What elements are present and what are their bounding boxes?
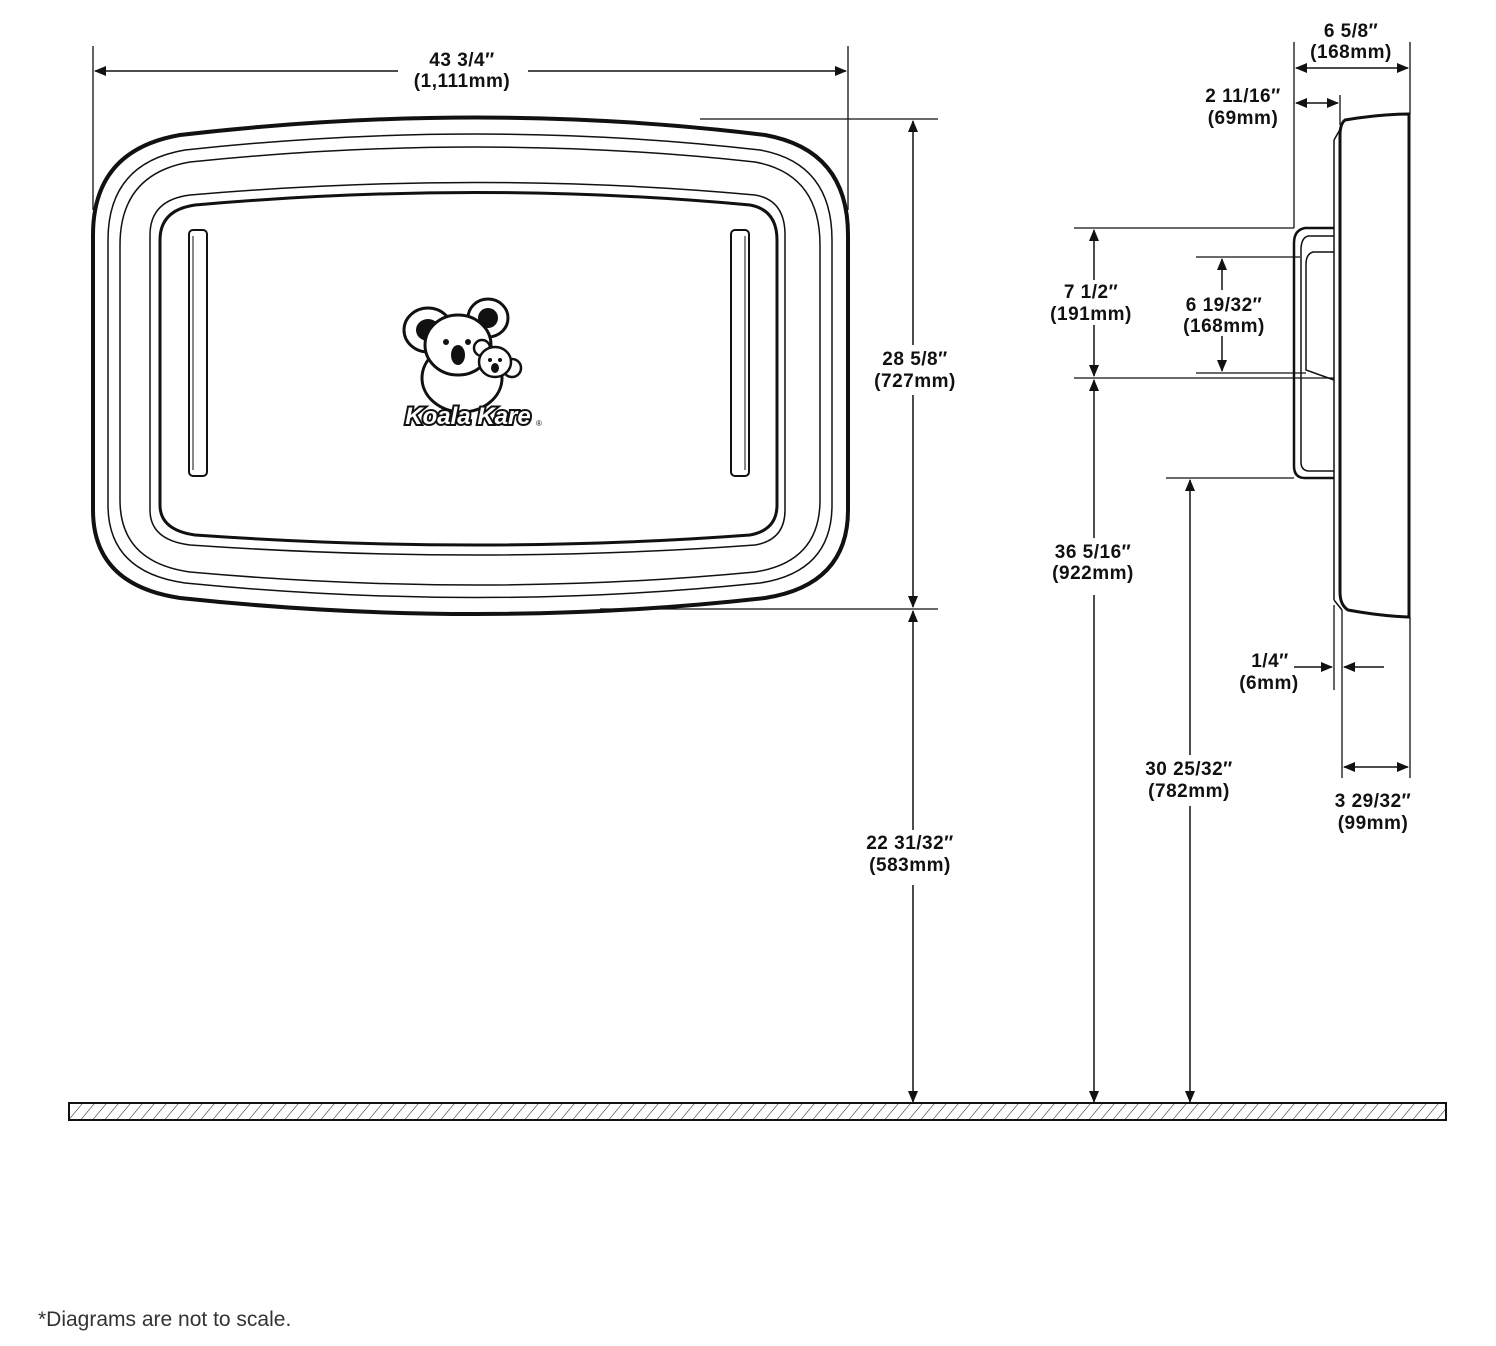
- bracket-floor-metric-label: (922mm): [1052, 563, 1134, 584]
- changing-station-outer-shell: [91, 115, 850, 616]
- koala-icon: [402, 297, 523, 414]
- bottom-floor-metric-label: (583mm): [869, 855, 951, 876]
- handle-floor-metric-label: (782mm): [1148, 781, 1230, 802]
- side-view: 6 5/8″ (168mm) 2 11/16″ (69mm) 7 1/2″ (1…: [1050, 21, 1412, 1103]
- changing-bed-panel-edge: [158, 191, 779, 547]
- handle-height-metric-label: (168mm): [1183, 316, 1265, 337]
- floor-hatch: [68, 1102, 1447, 1121]
- left-strap-slot: [188, 229, 208, 477]
- bottom-floor-imperial-label: 22 31/32″: [866, 833, 954, 854]
- logo-wordmark: Koala Kare: [405, 403, 530, 430]
- bracket-floor-imperial-label: 36 5/16″: [1055, 542, 1132, 563]
- body-depth-metric-label: (99mm): [1338, 813, 1409, 834]
- front-view: Koala Kare ® 43 3/4″ (1,111mm) 28 5/8″ (…: [91, 46, 956, 1103]
- bracket-offset-metric-label: (69mm): [1208, 108, 1279, 129]
- overall-depth-imperial-label: 6 5/8″: [1324, 21, 1378, 42]
- side-mounting-bracket: [1292, 226, 1334, 480]
- shell-rim-inner-2: [119, 146, 821, 586]
- shell-rim-inner-1: [107, 133, 833, 599]
- width-imperial-label: 43 3/4″: [429, 50, 494, 71]
- side-bracket-inner: [1300, 235, 1334, 472]
- wall-gap-imperial-label: 1/4″: [1251, 651, 1289, 672]
- side-handle-recess: [1305, 251, 1335, 381]
- width-metric-label: (1,111mm): [414, 71, 510, 92]
- height-imperial-label: 28 5/8″: [882, 349, 947, 370]
- handle-height-imperial-label: 6 19/32″: [1186, 295, 1263, 316]
- bracket-height-metric-label: (191mm): [1050, 304, 1132, 325]
- right-strap-slot: [730, 229, 750, 477]
- logo-registered-mark: ®: [536, 419, 542, 428]
- side-wall-plate-bottom: [1333, 599, 1343, 611]
- bracket-height-imperial-label: 7 1/2″: [1064, 282, 1118, 303]
- side-profile-body: [1338, 112, 1411, 619]
- handle-floor-imperial-label: 30 25/32″: [1145, 759, 1233, 780]
- changing-bed-panel: [149, 181, 786, 556]
- body-depth-imperial-label: 3 29/32″: [1335, 791, 1412, 812]
- bracket-offset-imperial-label: 2 11/16″: [1205, 86, 1280, 107]
- overall-depth-metric-label: (168mm): [1310, 42, 1392, 63]
- side-wall-plate-top: [1333, 125, 1343, 141]
- koala-kare-logo: Koala Kare ®: [402, 297, 542, 432]
- not-to-scale-footnote: *Diagrams are not to scale.: [38, 1308, 292, 1331]
- height-metric-label: (727mm): [874, 371, 956, 392]
- wall-gap-metric-label: (6mm): [1239, 673, 1299, 694]
